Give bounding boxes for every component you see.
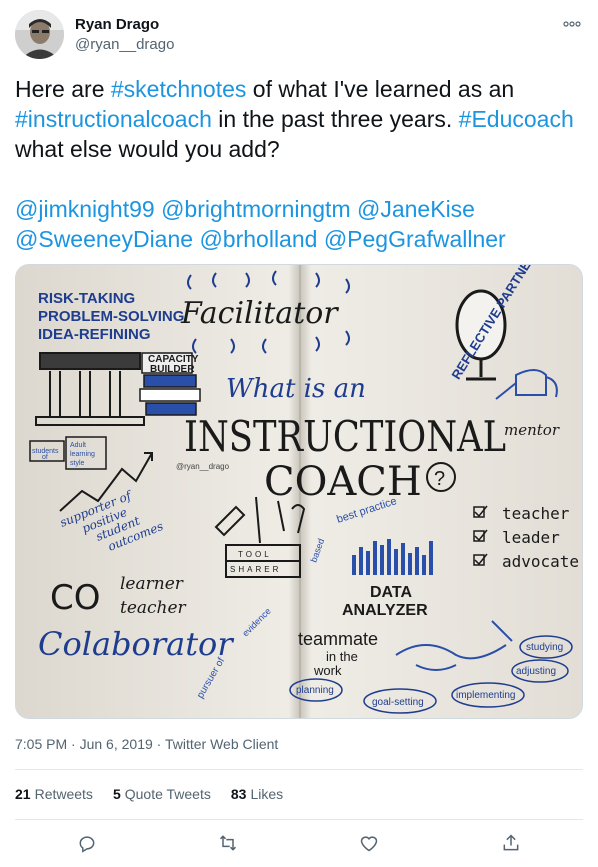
sketch-sharer-text: SHARER [230,565,281,574]
handshake-drawing [395,620,513,671]
books-drawing [139,352,201,416]
tweet-text-segment: Here are [15,76,111,102]
question-mark-drawing: ? [426,462,456,492]
tweet-text-segment: of what I've learned as an [252,76,515,102]
tweet-text-segment: what else would you add? [15,136,280,162]
sketchnote-image: RISK-TAKING PROBLEM-SOLVING IDEA-REFININ… [16,265,582,718]
avatar[interactable] [15,10,64,59]
sketch-tool-text: TOOL [238,550,272,559]
sketch-adjusting-text: adjusting [516,666,556,677]
adult-learning-box [29,436,107,470]
sketch-colaborator-text: Colaborator [38,625,234,663]
sketch-in-the-text: in the [326,649,358,664]
quote-tweets-count: 5 [112,786,121,802]
sketch-teammate-text: teammate [298,629,378,649]
data-bars-drawing [352,539,433,575]
tweet-link[interactable]: #Educoach [458,106,574,132]
sketch-facilitator-text: Facilitator [180,296,339,331]
tweet-media-image[interactable]: RISK-TAKING PROBLEM-SOLVING IDEA-REFININ… [15,264,583,719]
sketch-coach-text: COACH [264,459,422,505]
retweets-count: 21 [15,786,31,802]
sketch-goal-setting-text: goal-setting [372,697,424,708]
toolbox-drawing [214,496,306,578]
sketch-work-text: work [313,663,342,678]
sketch-what-is-an-text: What is an [226,374,366,404]
sketch-implementing-text: implementing [456,690,515,701]
sketch-data-text: DATA [370,584,413,601]
sketch-problem-text: PROBLEM-SOLVING [38,308,184,325]
tweet-actions [15,828,583,858]
sketch-adult-text: Adult [70,442,86,449]
sketch-capacity-text: CAPACITY [148,354,199,365]
sketch-style-text: style [70,460,85,467]
sketch-idea-text: IDEA-REFINING [38,326,151,343]
tweet-link[interactable]: @brholland [199,226,318,252]
retweets-label: Retweets [34,786,93,802]
sketch-check-advocate: advocate [502,552,579,571]
sketch-of-text: of [42,454,48,461]
sketch-handle-text: @ryan__drago [176,462,230,471]
likes-count: 83 [230,786,247,802]
mirror-drawing [455,289,507,381]
tweet-link[interactable]: #instructionalcoach [15,106,212,132]
sketch-students-text: students [32,448,59,455]
tweet-header: Ryan Drago @ryan__drago [15,10,585,60]
more-icon[interactable] [563,16,581,30]
tweet-link[interactable]: @JaneKise [357,196,475,222]
quote-tweets-label: Quote Tweets [124,786,211,802]
sketch-studying-text: studying [526,642,563,653]
tweet-date[interactable]: Jun 6, 2019 [79,736,153,752]
sketch-risk-text: RISK-TAKING [38,290,135,307]
retweet-icon[interactable] [213,828,243,858]
sketch-mentor-text: mentor [504,421,560,439]
avatar-image [15,10,64,59]
trend-line-drawing [59,452,153,512]
meta-separator: · [71,736,76,752]
sketch-analyzer-text: ANALYZER [342,602,428,619]
author-name[interactable]: Ryan Drago [75,16,160,33]
tweet-text-segment: in the past three years. [211,106,459,132]
rays-drawing [187,270,350,354]
sketch-check-teacher: teacher [502,504,570,523]
checklist-drawing [473,505,488,566]
divider [15,769,583,770]
tweet-meta: 7:05 PM · Jun 6, 2019 · Twitter Web Clie… [15,736,278,752]
sketch-teacher-text: teacher [120,598,187,618]
tweet-link[interactable]: @SweeneyDiane [15,226,194,252]
watering-can-drawing [495,369,558,400]
sketch-instructional-text: INSTRUCTIONAL [184,412,506,461]
sketch-check-leader: leader [502,528,560,547]
columns-drawing [35,352,145,426]
sketch-co-text: CO [50,578,101,618]
svg-text:?: ? [434,468,445,490]
tweet-client[interactable]: Twitter Web Client [164,736,279,752]
cloud-labels: planning goal-setting implementing study… [289,635,573,714]
share-icon[interactable] [496,828,526,858]
divider [15,819,583,820]
sketch-builder-text: BUILDER [150,364,195,375]
author-handle[interactable]: @ryan__drago [75,36,175,53]
like-icon[interactable] [354,828,384,858]
tweet-link[interactable]: #sketchnotes [110,76,247,102]
tweet-time[interactable]: 7:05 PM [15,736,68,752]
tweet-text: Here are #sketchnotes of what I've learn… [15,74,585,254]
meta-separator: · [156,736,162,752]
sketch-planning-text: planning [296,685,334,696]
tweet-link[interactable]: @brightmorningtm [161,196,351,222]
sketch-learner-text: learner [120,574,184,594]
reply-icon[interactable] [72,828,102,858]
sketch-learning-text: learning [70,451,95,458]
likes-label: Likes [250,786,284,802]
tweet-link[interactable]: @jimknight99 [15,196,155,222]
tweet-link[interactable]: @PegGrafwallner [323,226,506,252]
